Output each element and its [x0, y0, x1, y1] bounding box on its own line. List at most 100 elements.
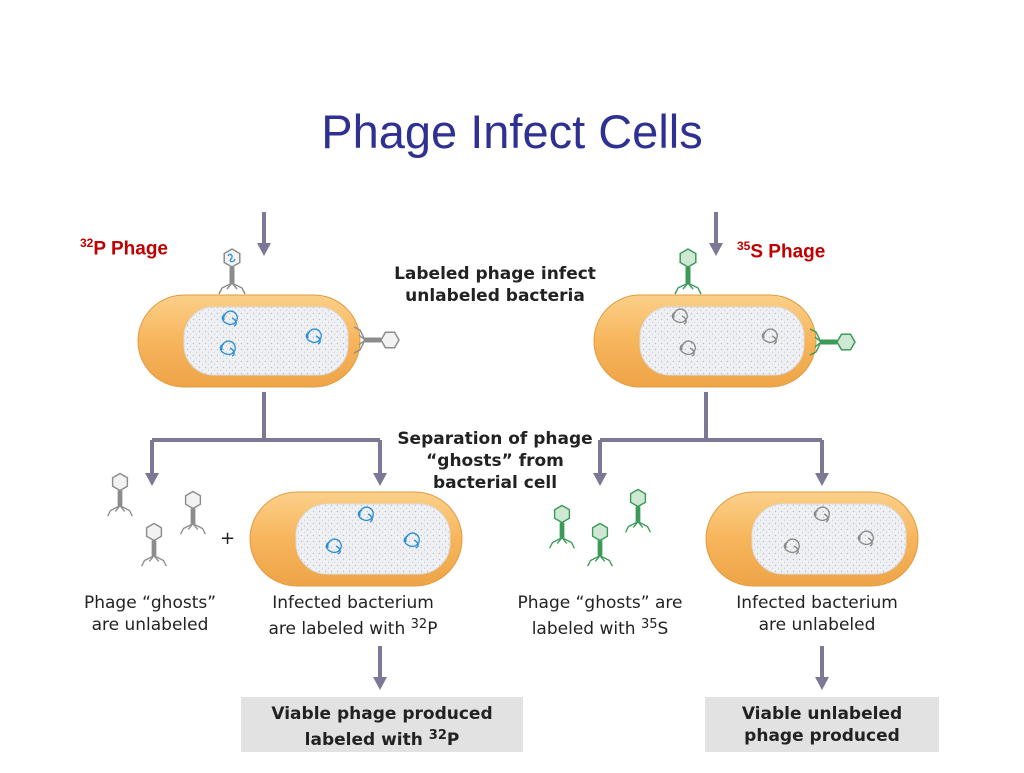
phage-tail-fibers	[587, 555, 613, 567]
caption-ghosts-35s: Phage “ghosts” are labeled with 35S	[505, 592, 695, 640]
phage-tail	[117, 490, 123, 506]
phage-tail-fibers	[549, 537, 575, 549]
phage-tail	[821, 339, 837, 345]
down-arrow	[373, 646, 387, 690]
isotope-35: 35	[737, 239, 751, 253]
step-separation-line1: Separation of phage	[397, 429, 593, 449]
infected-left-elem: P	[427, 619, 438, 639]
phage-tail	[635, 506, 641, 522]
arrowhead	[257, 243, 271, 256]
phage-tail-fibers	[674, 282, 702, 295]
phage-35s-side	[809, 328, 856, 356]
label-32p-phage: 32P Phage	[80, 236, 168, 260]
step-infect-caption: Labeled phage infect unlabeled bacteria	[380, 263, 610, 307]
infected-left-iso: 32	[410, 617, 428, 632]
step-separation-line3: bacterial cell	[432, 473, 558, 493]
down-arrow	[815, 440, 829, 486]
phage-head	[553, 504, 571, 524]
arrowhead	[709, 243, 723, 256]
arrowhead	[815, 677, 829, 690]
ghost-green-2	[587, 522, 613, 567]
step-infect-line2: unlabeled bacteria	[405, 286, 585, 306]
dna-strand	[671, 308, 688, 325]
dna-strand	[679, 340, 696, 357]
caption-ghosts-unlabeled: Phage “ghosts” are unlabeled	[70, 592, 230, 636]
phage-head	[145, 522, 163, 542]
dna-strand	[813, 506, 830, 523]
phage-tail	[685, 267, 691, 283]
phage-tail	[190, 508, 196, 524]
phage-head	[679, 248, 697, 268]
dna-strand	[783, 538, 800, 555]
ghosts-left-line1: Phage “ghosts”	[83, 593, 217, 613]
ghost-green-3	[625, 488, 651, 533]
result-left-elem: P	[446, 730, 460, 750]
dna-strand	[761, 328, 778, 345]
cell-top-right	[593, 294, 817, 388]
phage-32p-top	[218, 248, 246, 295]
arrowhead	[145, 473, 159, 486]
phage-tail-fibers	[809, 328, 822, 356]
infected-left-line2: are labeled with 32P	[258, 614, 448, 640]
phage-35s-top	[674, 248, 702, 295]
down-arrow	[373, 440, 387, 486]
cytoplasm	[639, 306, 805, 376]
dna-strand	[219, 340, 236, 357]
cytoplasm	[295, 503, 451, 575]
page-title: Phage Infect Cells	[321, 105, 703, 158]
arrowhead	[373, 677, 387, 690]
phage-head	[111, 472, 129, 492]
down-arrow	[593, 440, 607, 486]
ghosts-left-line2: are unlabeled	[91, 615, 209, 635]
ghost-gray-3	[141, 522, 167, 567]
result-box-32p: Viable phage produced labeled with 32P	[241, 697, 523, 752]
isotope-32: 32	[80, 236, 94, 250]
phage-tail	[151, 540, 157, 556]
infected-left-line2-text: are labeled with	[268, 619, 411, 639]
phage-head	[591, 522, 609, 542]
bacteria-cells	[137, 294, 919, 587]
result-box-unlabeled: Viable unlabeled phage produced	[705, 697, 939, 752]
ghosts-right-line2-text: labeled with	[531, 619, 641, 639]
phage-head	[629, 488, 647, 508]
phage-tail-fibers	[353, 326, 366, 354]
phage-head	[184, 490, 202, 510]
step-separation-caption: Separation of phage “ghosts” from bacter…	[380, 428, 610, 494]
phage-tail-fibers	[625, 521, 651, 533]
down-arrow	[257, 212, 271, 256]
result-right-line2: phage produced	[744, 726, 900, 746]
phage-tail-fibers	[107, 505, 133, 517]
cytoplasm	[751, 503, 907, 575]
flow-arrows	[145, 212, 829, 690]
ghosts-right-iso: 35	[640, 617, 658, 632]
dna-strand	[221, 310, 238, 327]
phage-tail	[559, 522, 565, 538]
label-35s-text: S Phage	[750, 241, 826, 263]
cell-infected-unlabeled	[705, 491, 919, 587]
dna-strand	[857, 530, 874, 547]
dna-strand	[403, 532, 420, 549]
phage-tail	[229, 267, 235, 283]
phage-tail	[597, 540, 603, 556]
arrowhead	[373, 473, 387, 486]
dna-strand	[305, 328, 322, 345]
ghost-green-1	[549, 504, 575, 549]
ghosts-right-line2: labeled with 35S	[505, 614, 695, 640]
label-32p-text: P Phage	[93, 238, 168, 260]
label-35s-phage: 35S Phage	[737, 239, 825, 263]
step-infect-line1: Labeled phage infect	[394, 264, 596, 284]
down-arrow	[145, 440, 159, 486]
result-right-line1: Viable unlabeled	[741, 704, 903, 724]
phage-tail	[365, 337, 381, 343]
ghost-gray-2	[180, 490, 206, 535]
arrowhead	[593, 473, 607, 486]
phage-32p-side	[353, 326, 400, 354]
arrowhead	[815, 473, 829, 486]
plus-sign: +	[220, 528, 236, 549]
step-separation-line2: “ghosts” from	[426, 451, 564, 471]
result-left-iso: 32	[428, 728, 447, 743]
phage-tail-fibers	[218, 282, 246, 295]
caption-infected-32p: Infected bacterium are labeled with 32P	[258, 592, 448, 640]
